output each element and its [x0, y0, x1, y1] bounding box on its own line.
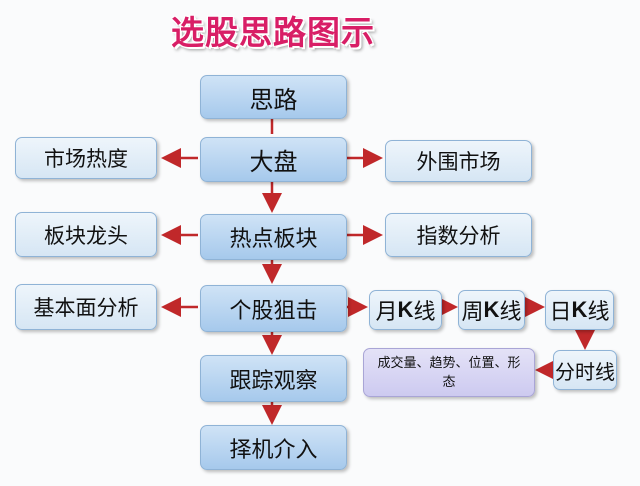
diagram-title: 选股思路图示	[171, 13, 375, 52]
node-bankuai-longtou: 板块龙头	[15, 212, 157, 257]
node-dapan: 大盘	[200, 137, 347, 182]
node-jibenmian-fenxi: 基本面分析	[15, 284, 157, 330]
label: 线	[413, 300, 436, 325]
node-shichang-redu: 市场热度	[15, 137, 157, 179]
label: K	[483, 297, 500, 322]
node-silu: 思路	[200, 75, 347, 119]
label: K	[571, 297, 588, 322]
label: 周	[461, 300, 484, 325]
node-zhishu-fenxi: 指数分析	[385, 213, 532, 257]
node-genzong-guancha: 跟踪观察	[200, 355, 347, 402]
node-waiwei-shichang: 外围市场	[385, 140, 532, 182]
node-zeji-jieru: 择机介入	[200, 425, 347, 470]
node-chengjiaoliang: 成交量、趋势、位置、形态	[363, 348, 535, 397]
node-redian-bankuai: 热点板块	[200, 214, 347, 260]
label: 月	[375, 300, 398, 325]
label: 日	[549, 300, 572, 325]
label: 线	[587, 300, 610, 325]
label: 线	[499, 300, 522, 325]
label: K	[397, 297, 414, 322]
node-gegu-juji: 个股狙击	[200, 285, 347, 332]
node-fenshi-xian: 分时线	[553, 350, 617, 390]
